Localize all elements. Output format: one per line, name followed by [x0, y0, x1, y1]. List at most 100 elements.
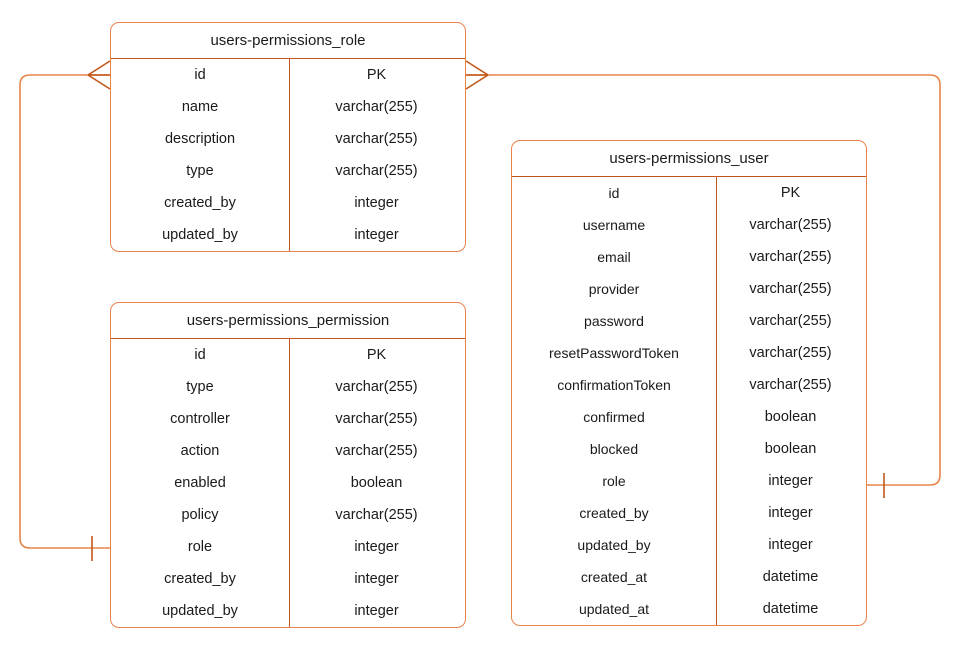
column-type: integer: [354, 195, 399, 211]
column-name: controller: [170, 411, 230, 427]
column-name: created_at: [580, 569, 648, 585]
column-type: varchar(255): [749, 217, 832, 233]
column-name: enabled: [174, 475, 226, 491]
entity-row: username varchar(255): [512, 209, 866, 241]
entity-title-role: users-permissions_role: [111, 23, 465, 59]
column-type: varchar(255): [335, 411, 418, 427]
entity-row: created_by integer: [512, 497, 866, 529]
column-name: id: [194, 347, 206, 363]
column-name: id: [608, 185, 620, 201]
entity-row: blocked boolean: [512, 433, 866, 465]
column-type: integer: [768, 473, 813, 489]
entity-row: action varchar(255): [111, 435, 465, 467]
entity-row: created_at datetime: [512, 561, 866, 593]
column-name: id: [194, 67, 206, 83]
column-divider-permission: [289, 339, 290, 627]
relationship-role-to-permission[interactable]: [19, 60, 111, 561]
entity-row: email varchar(255): [512, 241, 866, 273]
entity-row: description varchar(255): [111, 123, 465, 155]
column-name: username: [582, 217, 646, 233]
entity-row: name varchar(255): [111, 91, 465, 123]
entity-body-permission: id PK type varchar(255) controller varchar(25…: [111, 339, 465, 627]
column-type: varchar(255): [749, 313, 832, 329]
entity-row: id PK: [111, 59, 465, 91]
crowsfoot-many-role-left: [87, 60, 111, 90]
column-type: integer: [354, 539, 399, 555]
entity-table-users-permissions-user[interactable]: users-permissions_user id PK username varch…: [511, 140, 867, 626]
column-divider-user: [716, 177, 717, 625]
entity-row: id PK: [512, 177, 866, 209]
column-type: PK: [366, 347, 387, 363]
column-type: PK: [366, 67, 387, 83]
entity-row: created_by integer: [111, 563, 465, 595]
column-name: updated_by: [162, 227, 238, 243]
crowsfoot-many-role-right: [465, 60, 489, 90]
column-type: integer: [768, 505, 813, 521]
entity-rows-user: id PK username varchar(255) email varchar(255…: [512, 177, 866, 625]
column-name: updated_at: [578, 601, 650, 617]
column-type: varchar(255): [335, 443, 418, 459]
column-name: email: [597, 249, 631, 265]
column-type: boolean: [764, 441, 817, 457]
entity-row: type varchar(255): [111, 155, 465, 187]
entity-row: id PK: [111, 339, 465, 371]
entity-row: updated_at datetime: [512, 593, 866, 625]
column-name: type: [186, 379, 214, 395]
column-type: boolean: [764, 409, 817, 425]
entity-table-users-permissions-role[interactable]: users-permissions_role id PK name varchar(2…: [110, 22, 466, 252]
column-name: blocked: [589, 441, 639, 457]
entity-row: role integer: [512, 465, 866, 497]
column-type: varchar(255): [749, 249, 832, 265]
column-type: PK: [780, 185, 801, 201]
column-name: role: [187, 539, 213, 555]
column-name: role: [602, 473, 626, 489]
entity-rows-permission: id PK type varchar(255) controller varchar(25…: [111, 339, 465, 627]
column-type: varchar(255): [749, 377, 832, 393]
entity-row: role integer: [111, 531, 465, 563]
entity-row: controller varchar(255): [111, 403, 465, 435]
entity-row: type varchar(255): [111, 371, 465, 403]
column-name: updated_by: [577, 537, 651, 553]
column-type: varchar(255): [335, 99, 418, 115]
column-name: description: [164, 131, 236, 147]
column-type: integer: [354, 571, 399, 587]
column-name: confirmed: [583, 409, 645, 425]
column-type: datetime: [762, 569, 819, 585]
column-type: varchar(255): [335, 379, 418, 395]
connector-line-role-permission: [19, 74, 110, 549]
entity-title-permission: users-permissions_permission: [111, 303, 465, 339]
column-name: type: [186, 163, 214, 179]
column-name: name: [181, 99, 219, 115]
column-name: confirmationToken: [557, 377, 671, 393]
entity-table-users-permissions-permission[interactable]: users-permissions_permission id PK type var…: [110, 302, 466, 628]
entity-title-user: users-permissions_user: [512, 141, 866, 177]
column-name: created_by: [579, 505, 649, 521]
column-type: integer: [354, 227, 399, 243]
column-name: policy: [181, 507, 219, 523]
entity-body-user: id PK username varchar(255) email varchar(255…: [512, 177, 866, 625]
column-type: varchar(255): [335, 163, 418, 179]
entity-row: updated_by integer: [111, 219, 465, 251]
column-name: updated_by: [162, 603, 238, 619]
entity-row: confirmed boolean: [512, 401, 866, 433]
entity-row: password varchar(255): [512, 305, 866, 337]
column-type: varchar(255): [749, 345, 832, 361]
column-type: varchar(255): [335, 131, 418, 147]
column-type: boolean: [350, 475, 403, 491]
entity-row: confirmationToken varchar(255): [512, 369, 866, 401]
column-divider-role: [289, 59, 290, 251]
column-type: varchar(255): [749, 281, 832, 297]
column-type: datetime: [762, 601, 819, 617]
entity-rows-role: id PK name varchar(255) description varchar(2…: [111, 59, 465, 251]
entity-row: enabled boolean: [111, 467, 465, 499]
column-name: created_by: [164, 571, 236, 587]
column-name: action: [180, 443, 220, 459]
column-name: password: [584, 313, 644, 329]
